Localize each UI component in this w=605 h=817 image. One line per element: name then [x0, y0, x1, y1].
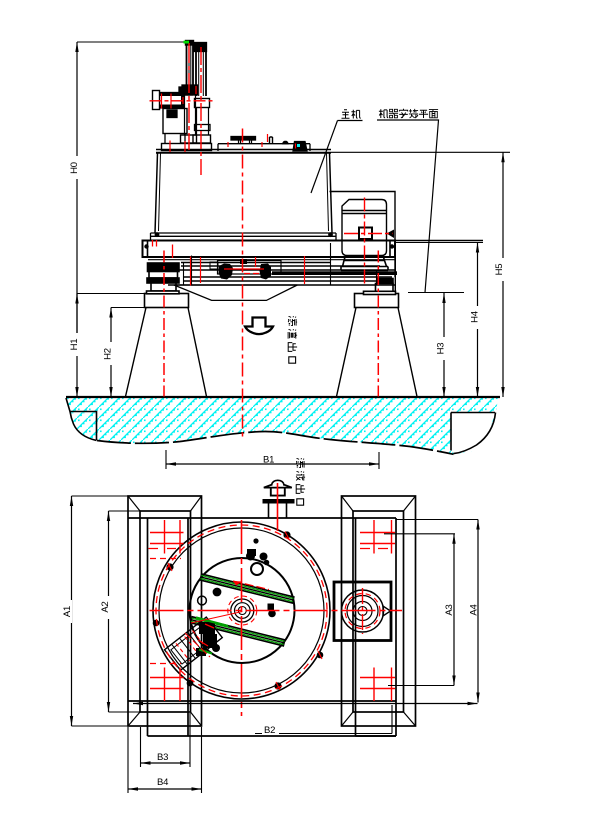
svg-text:B3: B3 [157, 752, 168, 763]
svg-text:H0: H0 [69, 162, 80, 174]
svg-text:A2: A2 [100, 601, 111, 612]
svg-text:B1: B1 [263, 455, 274, 466]
svg-text:H3: H3 [436, 343, 447, 355]
svg-text:A3: A3 [444, 604, 455, 615]
svg-text:A4: A4 [468, 604, 479, 615]
svg-text:H2: H2 [103, 348, 114, 360]
svg-text:B4: B4 [157, 777, 168, 788]
svg-text:B2: B2 [264, 725, 275, 736]
svg-text:H4: H4 [469, 311, 480, 323]
svg-text:H1: H1 [69, 339, 80, 351]
svg-text:H5: H5 [494, 264, 505, 276]
svg-text:A1: A1 [62, 606, 73, 617]
